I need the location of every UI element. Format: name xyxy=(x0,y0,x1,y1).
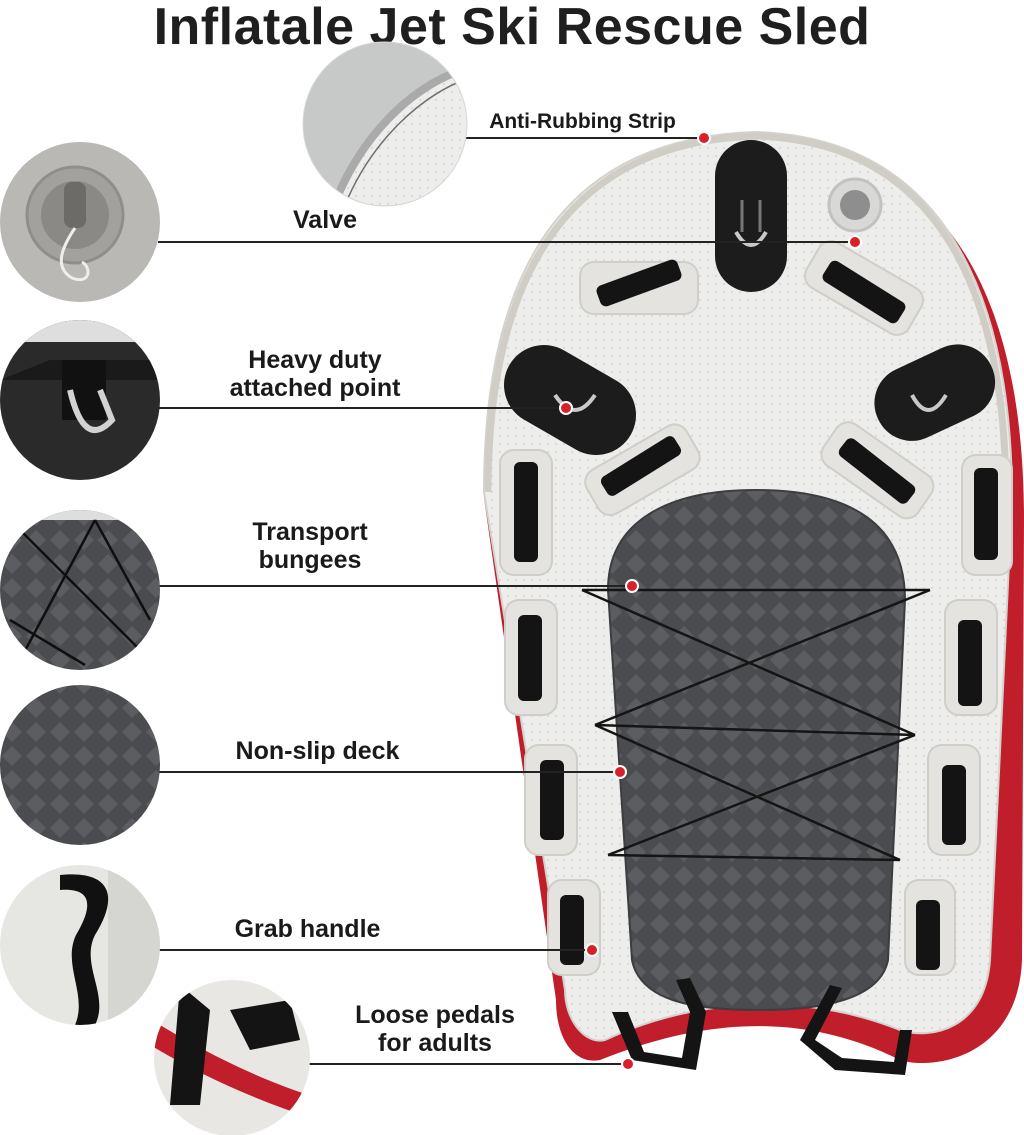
label-transport-line2: bungees xyxy=(258,546,362,574)
pedal-strap-left xyxy=(612,978,706,1070)
pedal-strap-icon xyxy=(154,980,310,1135)
deck-pattern-icon xyxy=(0,685,160,845)
marker-strip xyxy=(697,131,711,145)
detail-strip-circle xyxy=(302,41,468,207)
label-heavy-duty-line1: Heavy duty xyxy=(248,346,382,374)
marker-grab xyxy=(585,943,599,957)
rescue-sled-board xyxy=(482,130,1024,1075)
marker-deck xyxy=(613,765,627,779)
label-loose-pedals-line1: Loose pedals xyxy=(355,1001,515,1029)
label-loose-pedals-line2: for adults xyxy=(378,1029,492,1057)
pedal-strap-right xyxy=(800,985,912,1075)
label-non-slip-deck: Non-slip deck xyxy=(235,737,400,765)
marker-valve xyxy=(848,235,862,249)
label-anti-rubbing-strip: Anti-Rubbing Strip xyxy=(489,110,676,133)
bungee-cords xyxy=(581,588,931,862)
marker-pedal xyxy=(621,1057,635,1071)
grab-handle-icon xyxy=(0,865,160,1025)
callout-lines xyxy=(158,137,855,1065)
label-grab-handle: Grab handle xyxy=(234,915,381,943)
callout-markers xyxy=(559,131,862,1071)
bungee-icon xyxy=(0,510,160,670)
marker-bungee xyxy=(625,579,639,593)
non-slip-deck-pad xyxy=(606,488,907,1012)
marker-d-ring xyxy=(559,401,573,415)
label-heavy-duty-line2: attached point xyxy=(229,374,401,402)
d-ring-icon xyxy=(0,320,160,480)
label-valve: Valve xyxy=(293,206,357,234)
valve-icon xyxy=(0,142,160,302)
label-transport-line1: Transport xyxy=(252,518,368,546)
page-title: Inflatale Jet Ski Rescue Sled xyxy=(153,0,871,56)
